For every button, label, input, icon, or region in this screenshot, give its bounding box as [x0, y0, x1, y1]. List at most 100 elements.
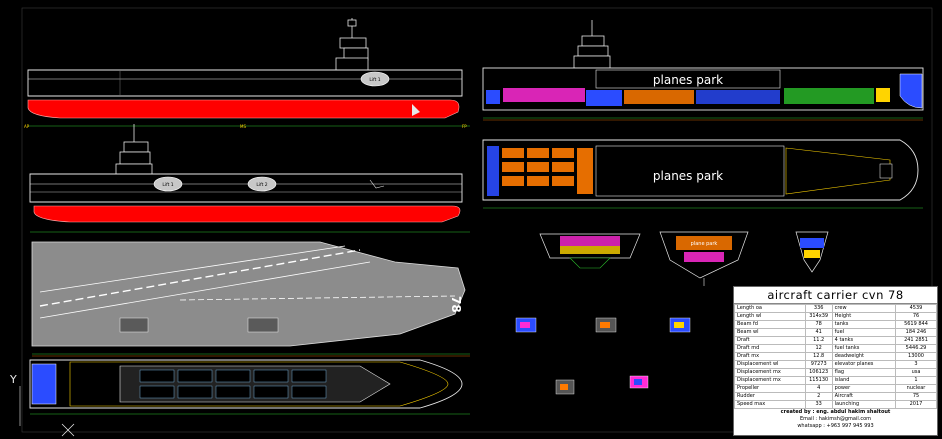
spec-value: 1	[895, 376, 937, 385]
lift-label-1a: Lift 1	[369, 77, 380, 83]
phone-line: whatsapp : +963 997 945 993	[797, 423, 874, 429]
spec-value: 13000	[895, 352, 937, 361]
spec-value: 33	[804, 400, 833, 409]
island-tower-1	[335, 18, 369, 71]
spec-value: 97273	[804, 360, 833, 369]
hangar-top-plan	[29, 359, 470, 415]
spec-label: 4 tanks	[831, 336, 897, 345]
spec-value: 336	[804, 304, 833, 313]
spec-value: 5619 844	[895, 320, 937, 329]
hull-upper-2	[29, 173, 463, 203]
cross-section-1	[539, 233, 641, 269]
svg-text:AP: AP	[24, 124, 30, 129]
spec-label: elevator planes	[831, 360, 897, 369]
spec-value: 2017	[895, 400, 937, 409]
hull-waterline-red-2	[33, 205, 461, 223]
spec-label: deadweight	[831, 352, 897, 361]
svg-text:MS: MS	[240, 124, 246, 129]
spec-value: nuclear	[895, 384, 937, 393]
lift-oval-1	[360, 71, 390, 87]
spec-value: usa	[895, 368, 937, 377]
lift-label-2a: Lift 1	[162, 182, 173, 188]
spec-value: 75	[895, 392, 937, 401]
spec-label: Rudder	[734, 392, 806, 401]
planes-park-label-side: planes park	[653, 73, 723, 87]
spec-value: 11.2	[804, 336, 833, 345]
spec-value: 106123	[804, 368, 833, 377]
spec-label: Displacement wl	[734, 360, 806, 369]
detail-icons	[515, 317, 691, 395]
spec-label: flag	[831, 368, 897, 377]
spec-label: Length oa	[734, 304, 806, 313]
spec-value: 115130	[804, 376, 833, 385]
spec-value: 314x39	[804, 312, 833, 321]
spec-value: 4	[804, 384, 833, 393]
spec-label: Height	[831, 312, 897, 321]
spec-value: 241 2851	[895, 336, 937, 345]
email-line: Email : hakimsh@gmail.com	[799, 416, 872, 422]
spec-label: crew	[831, 304, 897, 313]
spec-value: 76	[895, 312, 937, 321]
spec-value: 78	[804, 320, 833, 329]
cross-section-2: plane park	[659, 231, 749, 286]
side-view-2: Lift 1 Lift 2	[29, 124, 470, 233]
spec-label: Beam fd	[734, 320, 806, 329]
drawing-title: aircraft carrier cvn 78	[734, 287, 937, 304]
hull-upper-1	[27, 69, 463, 97]
spec-value: 2	[804, 392, 833, 401]
lift-oval-2b	[247, 176, 277, 192]
spec-label: Draft md	[734, 344, 806, 353]
spec-value: 5446.29	[895, 344, 937, 353]
spec-label: fuel tanks	[831, 344, 897, 353]
spec-label: Draft mx	[734, 352, 806, 361]
section-side-view: planes park	[482, 20, 924, 121]
spec-label: launching	[831, 400, 897, 409]
lift-label-2b: Lift 2	[256, 182, 267, 188]
rudder-1	[412, 104, 420, 116]
spec-label: Speed max	[734, 400, 806, 409]
spec-label: Draft	[734, 336, 806, 345]
island-tower-2	[115, 124, 153, 175]
island-tower-3	[573, 20, 611, 69]
cut-label-1: plane park	[691, 241, 718, 247]
spec-value: 184 246	[895, 328, 937, 337]
axis-y-label: Y	[9, 373, 17, 386]
spec-label: Displacement mx	[734, 376, 806, 385]
spec-value: 12.8	[804, 352, 833, 361]
spec-value: 12	[804, 344, 833, 353]
spec-label: Aircraft	[831, 392, 897, 401]
spec-value: 3	[895, 360, 937, 369]
hangar-plan-view: planes park	[482, 139, 923, 209]
side-view-1: Lift 1 AP MS FP	[24, 18, 470, 129]
planes-park-label-top: planes park	[653, 169, 723, 183]
spec-label: power	[831, 384, 897, 393]
svg-text:FP: FP	[462, 124, 467, 129]
spec-value: 41	[804, 328, 833, 337]
spec-label: Propeller	[734, 384, 806, 393]
spec-value: 4539	[895, 304, 937, 313]
spec-label: island	[831, 376, 897, 385]
spec-label: tanks	[831, 320, 897, 329]
drawing-frame	[21, 7, 933, 433]
hull-waterline-red-1	[27, 99, 460, 119]
credit-line: created by : eng. abdul hakim shaltout	[780, 409, 891, 415]
spec-label: Displacement mx	[734, 368, 806, 377]
lift-oval-2a	[153, 176, 183, 192]
flight-deck-plan: 78	[31, 241, 470, 357]
